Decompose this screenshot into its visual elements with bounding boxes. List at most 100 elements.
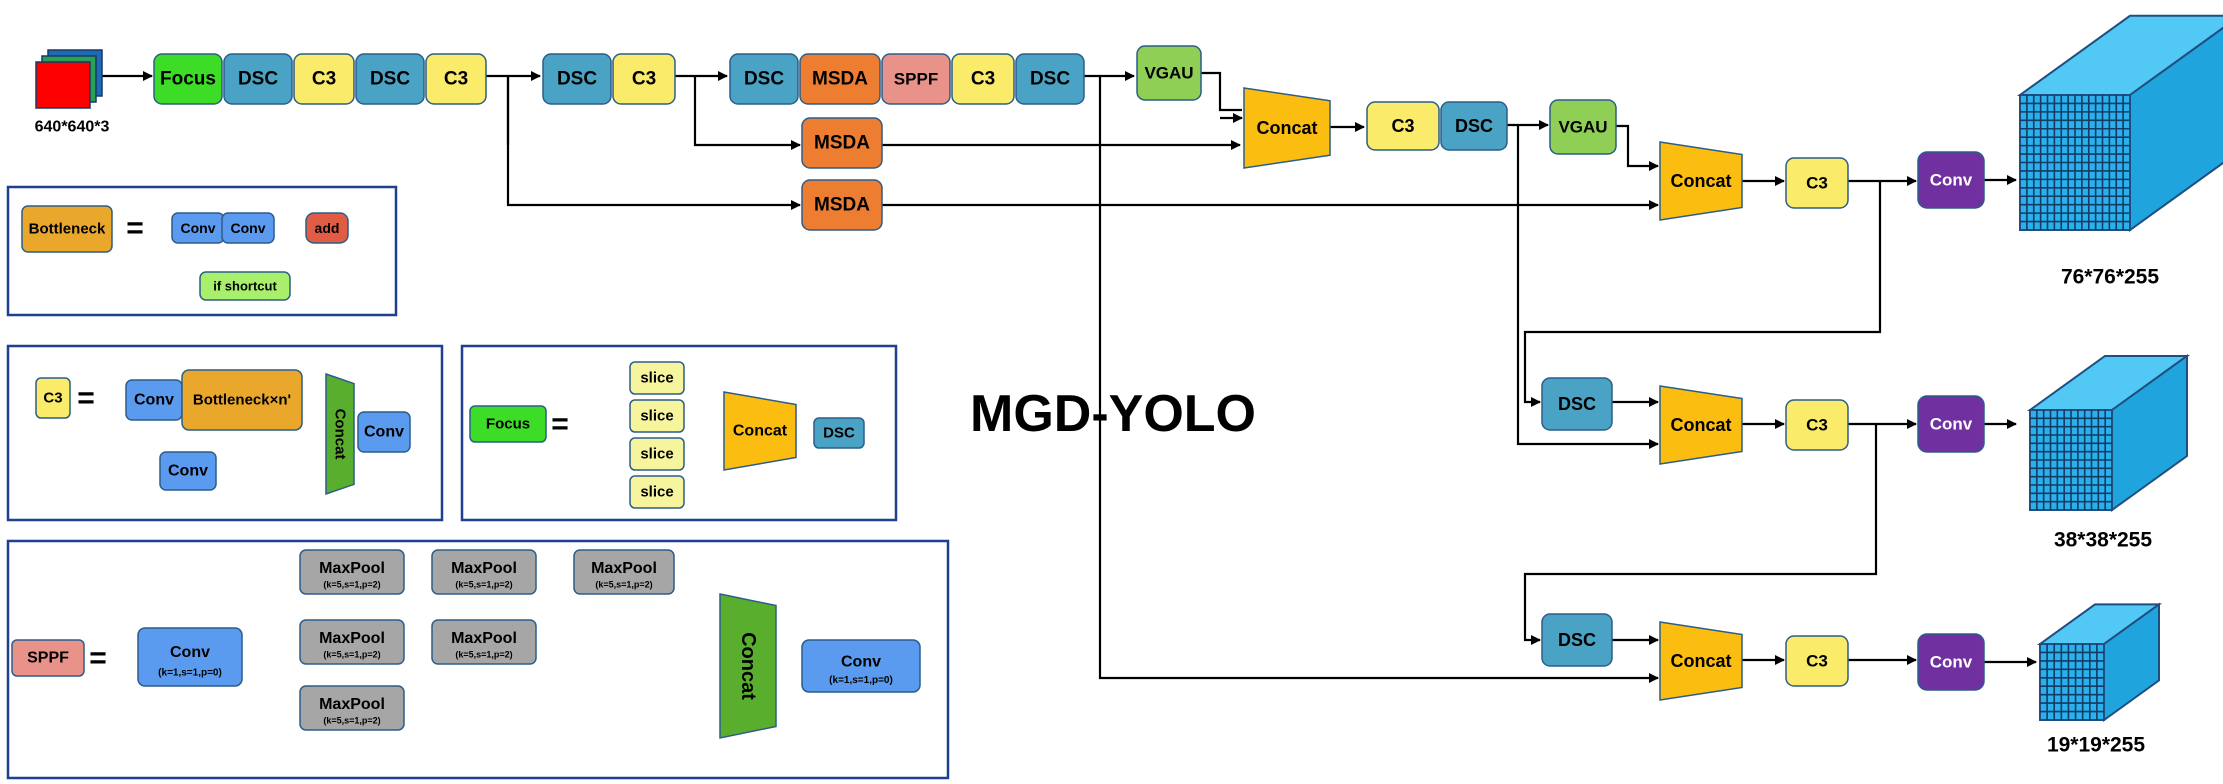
- msda-block-1-label: MSDA: [812, 69, 868, 90]
- concat-block-3-label: Concat: [1670, 415, 1731, 435]
- c3-legend-block-label: C3: [43, 390, 62, 407]
- sppf-maxpool-1b: MaxPool (k=5,s=1,p=2): [431, 549, 537, 595]
- sppf-maxpool-3a: MaxPool(k=5,s=1,p=2): [299, 685, 405, 731]
- dsc-block-6: DSC: [1440, 101, 1508, 151]
- c3-block-4: C3: [951, 53, 1015, 105]
- dsc-block-2-label: DSC: [370, 69, 410, 90]
- dsc-block-5: DSC: [1015, 53, 1085, 105]
- c3-legend-block: C3: [35, 377, 71, 419]
- dsc-block-4: DSC: [729, 53, 799, 105]
- c3-block-4-label: C3: [971, 69, 995, 90]
- c3-conv-1: Conv: [125, 379, 183, 421]
- focus-dsc-label: DSC: [823, 425, 855, 442]
- bottleneck-conv-2-label: Conv: [231, 220, 266, 236]
- connector-line: [693, 76, 801, 150]
- focus-concat: Concat: [723, 391, 797, 471]
- sppf-maxpool-2a-params: (k=5,s=1,p=2): [323, 649, 380, 659]
- sppf-maxpool-1c-label: MaxPool: [591, 560, 657, 577]
- sppf-maxpool-1a: MaxPool(k=5,s=1,p=2): [299, 549, 405, 595]
- vgau-block-1: VGAU: [1136, 45, 1202, 101]
- dsc-block-4-label: DSC: [744, 69, 784, 90]
- msda-block-1: MSDA: [799, 53, 881, 105]
- dsc-block-6-label: DSC: [1455, 116, 1493, 136]
- concat-block-2-label: Concat: [1670, 171, 1731, 191]
- vgau-block-2-label: VGAU: [1558, 118, 1607, 137]
- connector-line: [1098, 76, 1659, 683]
- c3-block-1: C3: [293, 53, 355, 105]
- sppf-maxpool-2b: MaxPool (k=5,s=1,p=2): [431, 619, 537, 665]
- bottleneck-equals: =: [126, 212, 144, 245]
- c3-block-8-label: C3: [1806, 652, 1828, 671]
- sppf-maxpool-2b-params: (k=5,s=1,p=2): [455, 649, 512, 659]
- dsc-block-1-label: DSC: [238, 69, 278, 90]
- conv-out-2: Conv: [1917, 395, 1985, 453]
- c3-conv-3-label: Conv: [364, 424, 404, 441]
- sppf-equals: =: [89, 642, 107, 675]
- focus-slice-2: slice: [629, 399, 685, 433]
- connector-line: [506, 76, 801, 210]
- bottleneck-if-shortcut: if shortcut: [199, 271, 291, 301]
- c3-bottleneck-n-label: Bottleneck×n': [193, 392, 291, 409]
- connector-line: [1516, 125, 1659, 449]
- c3-concat: Concat: [325, 372, 355, 496]
- c3-block-7: C3: [1785, 399, 1849, 451]
- vgau-block-2: VGAU: [1549, 99, 1617, 155]
- focus-legend-block-label: Focus: [486, 416, 530, 433]
- sppf-conv-in-label: Conv: [170, 644, 210, 661]
- bottleneck-block: Bottleneck: [21, 205, 113, 253]
- output-size-3: 19*19*255: [2047, 734, 2145, 757]
- connector-line: [1523, 424, 1878, 645]
- vgau-block-1-label: VGAU: [1144, 64, 1193, 83]
- sppf-maxpool-2b-label: MaxPool: [451, 630, 517, 647]
- c3-block-8: C3: [1785, 635, 1849, 687]
- c3-block-6-label: C3: [1806, 174, 1828, 193]
- sppf-legend-block: SPPF: [11, 639, 85, 677]
- focus-slice-1: slice: [629, 361, 685, 395]
- bottleneck-conv-1-label: Conv: [181, 220, 216, 236]
- focus-slice-3: slice: [629, 437, 685, 471]
- conv-out-2-label: Conv: [1930, 415, 1973, 434]
- sppf-conv-out-label: Conv: [841, 653, 881, 670]
- sppf-maxpool-1b-params: (k=5,s=1,p=2): [455, 579, 512, 589]
- sppf-concat: Concat: [719, 593, 777, 739]
- sppf-maxpool-2a: MaxPool (k=5,s=1,p=2): [299, 619, 405, 665]
- sppf-maxpool-2a-label: MaxPool: [319, 630, 385, 647]
- msda-block-3: MSDA: [801, 179, 883, 231]
- focus-slice-4-label: slice: [640, 484, 673, 501]
- c3-block-1-label: C3: [312, 69, 336, 90]
- conv-out-3-label: Conv: [1930, 653, 1973, 672]
- sppf-conv-in: Conv(k=1,s=1,p=0): [137, 627, 243, 687]
- concat-block-4: Concat: [1659, 621, 1743, 701]
- msda-block-3-label: MSDA: [814, 195, 870, 216]
- dsc-block-2: DSC: [355, 53, 425, 105]
- c3-block-5-label: C3: [1391, 116, 1414, 136]
- output-size-1: 76*76*255: [2061, 266, 2159, 289]
- c3-block-7-label: C3: [1806, 416, 1828, 435]
- dsc-block-5-label: DSC: [1030, 69, 1070, 90]
- c3-block-3: C3: [612, 53, 676, 105]
- sppf-conv-out: Conv(k=1,s=1,p=0): [801, 639, 921, 693]
- c3-conv-2-label: Conv: [168, 463, 208, 480]
- focus-slice-1-label: slice: [640, 370, 673, 387]
- bottleneck-conv-2: Conv: [221, 212, 275, 244]
- connector-line: [1523, 181, 1882, 407]
- conv-out-3: Conv: [1917, 633, 1985, 691]
- concat-block-1: Concat: [1243, 87, 1331, 169]
- focus-concat-label: Concat: [733, 423, 788, 440]
- sppf-maxpool-1b-label: MaxPool: [451, 560, 517, 577]
- connector-line: [1616, 124, 1659, 171]
- dsc-block-8: DSC: [1541, 613, 1613, 667]
- input-image-icon: [35, 49, 103, 109]
- sppf-maxpool-3a-label: MaxPool: [319, 696, 385, 713]
- dsc-block-7-label: DSC: [1558, 394, 1596, 414]
- focus-block-label: Focus: [160, 69, 216, 90]
- input-size-label: 640*640*3: [35, 119, 110, 136]
- dsc-block-3-label: DSC: [557, 69, 597, 90]
- concat-block-1-label: Concat: [1256, 118, 1317, 138]
- c3-block-6: C3: [1785, 157, 1849, 209]
- output-size-2: 38*38*255: [2054, 529, 2152, 552]
- sppf-maxpool-1c-params: (k=5,s=1,p=2): [595, 579, 652, 589]
- msda-block-2-label: MSDA: [814, 133, 870, 154]
- bottleneck-conv-1: Conv: [171, 212, 225, 244]
- output-cube-1: [2016, 14, 2223, 232]
